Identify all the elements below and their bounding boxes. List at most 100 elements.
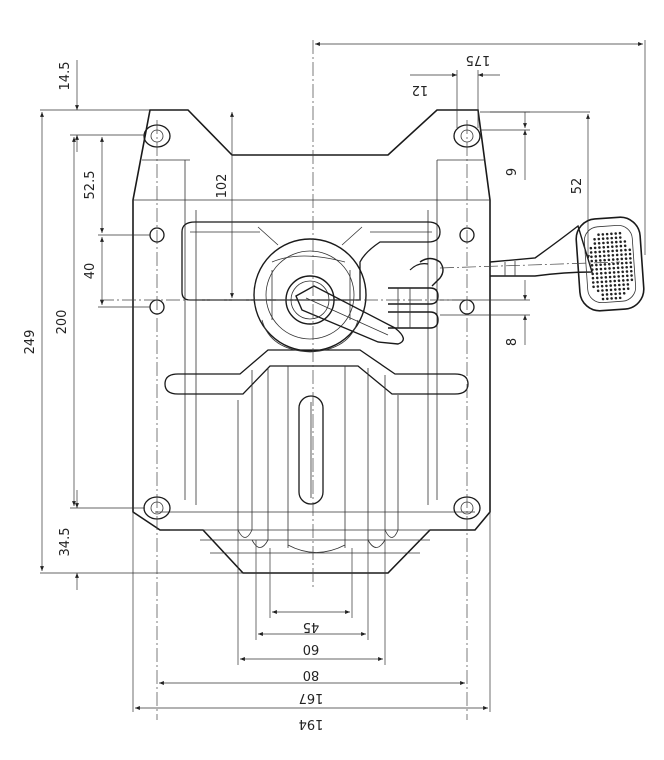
grip-dot bbox=[612, 262, 615, 266]
lower-frame bbox=[164, 349, 469, 395]
dim-9: 9 bbox=[505, 168, 520, 176]
grip-dot bbox=[614, 296, 618, 300]
dim-80: 80 bbox=[303, 667, 320, 682]
grip-dot bbox=[589, 251, 593, 254]
grip-dot bbox=[612, 271, 616, 274]
grip-dot bbox=[594, 255, 598, 258]
grip-dot bbox=[608, 267, 611, 270]
grip-dot bbox=[621, 279, 625, 282]
grip-dot bbox=[601, 289, 604, 292]
dim-8: 8 bbox=[505, 338, 520, 346]
grip-dot bbox=[617, 275, 620, 278]
dimension-labels: 14.5 52.5 40 200 249 34.5 102 175 12 9 5… bbox=[23, 52, 585, 731]
grip-dot bbox=[594, 250, 597, 254]
grip-dot bbox=[628, 252, 632, 256]
dim-102: 102 bbox=[215, 174, 230, 199]
grip-dot bbox=[598, 246, 601, 249]
grip-dot bbox=[613, 284, 617, 287]
grip-dot bbox=[624, 253, 628, 256]
grip-dot bbox=[599, 263, 602, 267]
grip-dot bbox=[603, 258, 606, 262]
grip-dot bbox=[607, 262, 611, 266]
grip-dot bbox=[605, 284, 608, 288]
grip-dot bbox=[616, 266, 620, 270]
dim-34-5: 34.5 bbox=[58, 528, 73, 557]
grip-dot bbox=[610, 236, 613, 240]
grip-dot bbox=[614, 232, 617, 235]
grip-dot bbox=[610, 292, 613, 296]
grip-dot bbox=[629, 257, 632, 260]
grip-dot bbox=[614, 240, 618, 244]
grip-dot bbox=[596, 289, 600, 293]
grip-dot bbox=[610, 297, 613, 300]
grip-dot bbox=[605, 293, 609, 296]
grip-dot bbox=[615, 245, 618, 248]
grip-dot bbox=[599, 272, 603, 275]
grip-dot bbox=[591, 268, 594, 271]
grip-dot bbox=[606, 245, 610, 249]
grip-dot bbox=[593, 246, 597, 250]
grip-dot bbox=[603, 267, 607, 271]
dim-249: 249 bbox=[23, 330, 38, 355]
grip-dot bbox=[618, 287, 621, 291]
grip-dot bbox=[606, 237, 609, 240]
grip-dot bbox=[590, 264, 594, 267]
dim-12: 12 bbox=[412, 82, 429, 97]
grip-dot bbox=[603, 263, 607, 266]
linkage-rods bbox=[388, 257, 444, 329]
grip-dot bbox=[624, 248, 627, 252]
grip-dot bbox=[625, 270, 629, 273]
grip-dot bbox=[601, 293, 605, 297]
grip-dot bbox=[618, 292, 622, 295]
grip-dot bbox=[595, 268, 598, 271]
grip-dot bbox=[601, 237, 605, 241]
grip-dot bbox=[592, 285, 595, 289]
grip-dot bbox=[623, 240, 627, 243]
grip-dot bbox=[602, 245, 606, 249]
grip-dot bbox=[615, 249, 619, 252]
grip-dot bbox=[617, 283, 621, 287]
grip-dot bbox=[597, 237, 601, 241]
grip-dot bbox=[606, 241, 610, 245]
grip-dot bbox=[602, 250, 606, 253]
grip-dot bbox=[628, 248, 632, 252]
grip-dot bbox=[605, 232, 609, 236]
grip-dot bbox=[591, 272, 594, 276]
grip-dot bbox=[626, 287, 630, 290]
grip-dot bbox=[604, 276, 608, 279]
grip-dot bbox=[630, 278, 634, 282]
grip-dot bbox=[604, 280, 608, 283]
grip-dot bbox=[618, 231, 622, 235]
grip-dot bbox=[595, 276, 599, 280]
lower-ribs bbox=[237, 366, 399, 553]
grip-dot bbox=[607, 258, 611, 262]
grip-dot bbox=[622, 287, 626, 291]
grip-dot bbox=[595, 263, 598, 267]
dim-194: 194 bbox=[299, 716, 324, 731]
grip-dot bbox=[613, 275, 616, 279]
grip-dot bbox=[619, 244, 623, 248]
grip-dot bbox=[596, 280, 599, 284]
grip-dot bbox=[599, 267, 603, 271]
grip-dot bbox=[620, 253, 623, 256]
grip-dot bbox=[606, 297, 609, 301]
grip-dot bbox=[616, 257, 619, 261]
grip-dot bbox=[626, 278, 629, 282]
grip-dot bbox=[598, 250, 602, 254]
grip-dot bbox=[599, 259, 602, 262]
grip-dot bbox=[629, 265, 633, 269]
grip-dot bbox=[621, 266, 624, 269]
grip-dot bbox=[589, 246, 593, 250]
grip-dot bbox=[616, 262, 620, 265]
grip-dot bbox=[617, 270, 620, 274]
grip-dot bbox=[611, 258, 615, 261]
grip-dot bbox=[614, 236, 618, 240]
grip-dot bbox=[609, 288, 613, 292]
dim-60: 60 bbox=[303, 641, 320, 656]
grip-dot bbox=[629, 269, 633, 273]
grip-dot bbox=[597, 233, 600, 237]
upper-frame bbox=[181, 221, 441, 301]
dimension-lines bbox=[40, 40, 646, 712]
grip-dot bbox=[625, 274, 629, 278]
